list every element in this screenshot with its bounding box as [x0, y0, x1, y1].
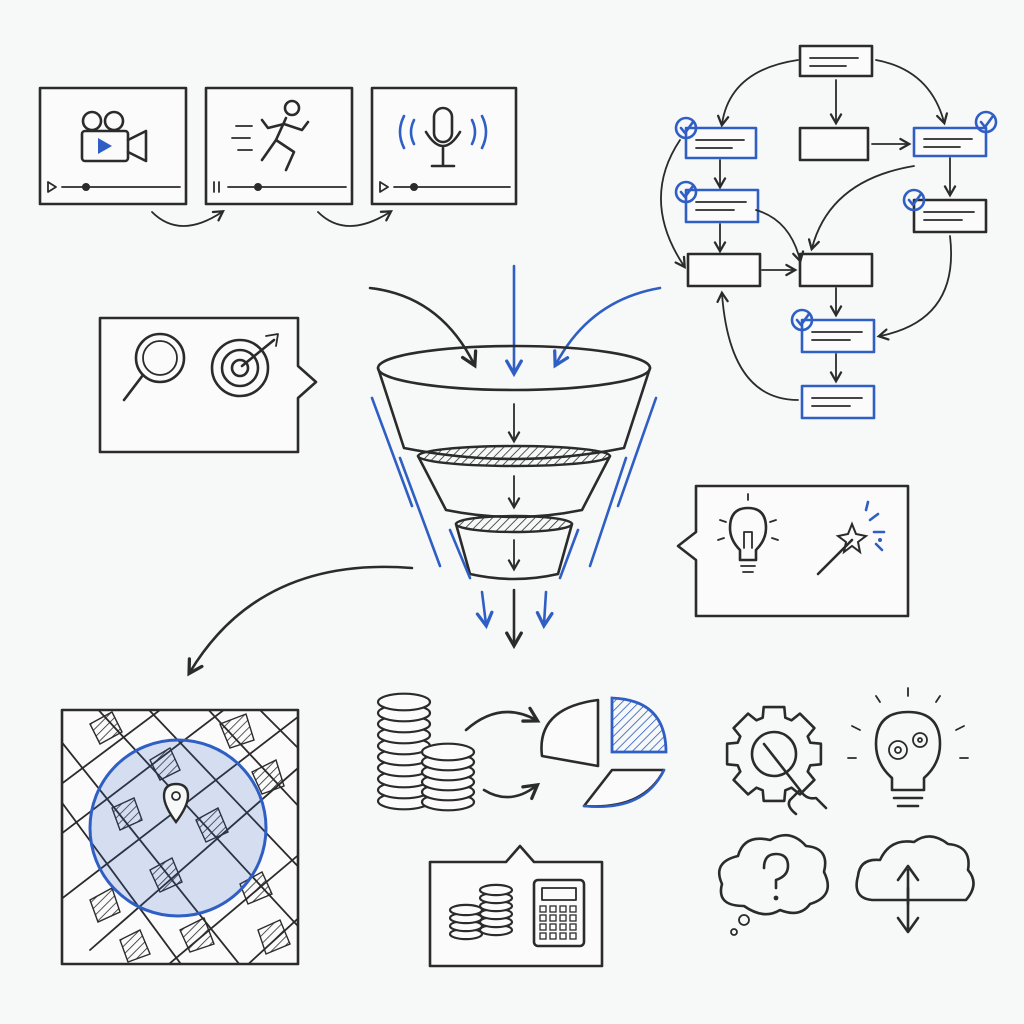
- input-arrow-left: [368, 286, 478, 369]
- media-progress-bar: [379, 181, 511, 193]
- input-arrow-right: [553, 286, 662, 369]
- coin: [376, 692, 432, 712]
- arrow-coins-to-pie-bottom: [482, 782, 541, 801]
- map-pin-icon: [162, 782, 190, 825]
- checkmark-icon: [974, 110, 998, 134]
- microphone-icon: [398, 106, 488, 168]
- media-frame-audio: [370, 86, 518, 206]
- calculator-key: [539, 914, 547, 922]
- coin: [420, 742, 476, 762]
- calculator-key: [539, 932, 547, 940]
- calculator-key: [559, 932, 567, 940]
- output-arrow-right: [535, 590, 554, 630]
- flow-node-mid-4: [800, 318, 876, 354]
- magnifier-icon: [122, 332, 186, 402]
- funnel: [368, 264, 662, 650]
- calculator-key: [569, 905, 577, 913]
- coin-stack-small-icon: [448, 883, 514, 941]
- checkmark-icon: [674, 116, 698, 140]
- magic-wand-icon: [816, 500, 886, 576]
- video-camera-icon: [80, 110, 148, 163]
- checkmark-icon: [902, 188, 926, 212]
- flow-node-left-2: [684, 188, 760, 224]
- calculator-key: [549, 914, 557, 922]
- map-search-radius: [88, 738, 268, 918]
- calculator-key: [569, 923, 577, 931]
- arrow-motion-to-audio: [317, 210, 393, 227]
- calculator-key: [549, 905, 557, 913]
- flow-node-left-1: [684, 126, 758, 160]
- flowchart: [660, 44, 998, 420]
- cloud-sync-icon: [855, 835, 975, 934]
- calculator-key: [559, 923, 567, 931]
- calculator-key: [569, 932, 577, 940]
- flow-node-bottom: [800, 384, 876, 420]
- media-progress-bar: [213, 181, 347, 193]
- output-arrow-left: [475, 590, 494, 630]
- pie-chart-icon: [540, 696, 668, 808]
- calculator-key: [559, 914, 567, 922]
- calculator-key: [539, 905, 547, 913]
- checkmark-icon: [790, 308, 814, 332]
- flow-node-right-1: [912, 126, 988, 158]
- light-bulb-icon: [717, 493, 779, 573]
- flow-node-top: [798, 44, 874, 78]
- coin-stacks-icon: [376, 692, 476, 812]
- flow-connectors: [660, 59, 957, 401]
- calculator-key: [539, 923, 547, 931]
- target-icon: [210, 333, 279, 398]
- media-progress-bar: [47, 181, 181, 193]
- calculator-key: [559, 905, 567, 913]
- checkmark-icon: [674, 180, 698, 204]
- question-cloud-icon: [717, 833, 829, 936]
- funnel-bottom-stage: [454, 514, 574, 581]
- calculator-key: [549, 932, 557, 940]
- media-frame-motion: [204, 86, 354, 206]
- gear-wrench-icon: [725, 705, 828, 816]
- running-person-icon: [231, 99, 310, 172]
- arrow-video-to-motion: [151, 210, 225, 227]
- ideas-callout: [676, 484, 910, 618]
- flow-node-left-3: [686, 252, 762, 288]
- media-frame-video: [38, 86, 188, 206]
- arrow-funnel-to-map: [187, 565, 414, 677]
- calculator-key: [569, 914, 577, 922]
- calculator-key: [549, 923, 557, 931]
- finance-callout: [428, 844, 604, 968]
- arrow-coins-to-pie-top: [464, 706, 541, 732]
- bulb-gears-icon: [847, 687, 969, 808]
- flow-node-mid-3: [798, 252, 874, 288]
- coin: [448, 903, 484, 917]
- calculator-icon: [532, 878, 586, 948]
- coin: [478, 883, 514, 897]
- research-callout: [98, 316, 318, 454]
- flow-node-right-2: [912, 198, 988, 234]
- city-map: [60, 708, 300, 966]
- flow-node-center: [798, 126, 870, 162]
